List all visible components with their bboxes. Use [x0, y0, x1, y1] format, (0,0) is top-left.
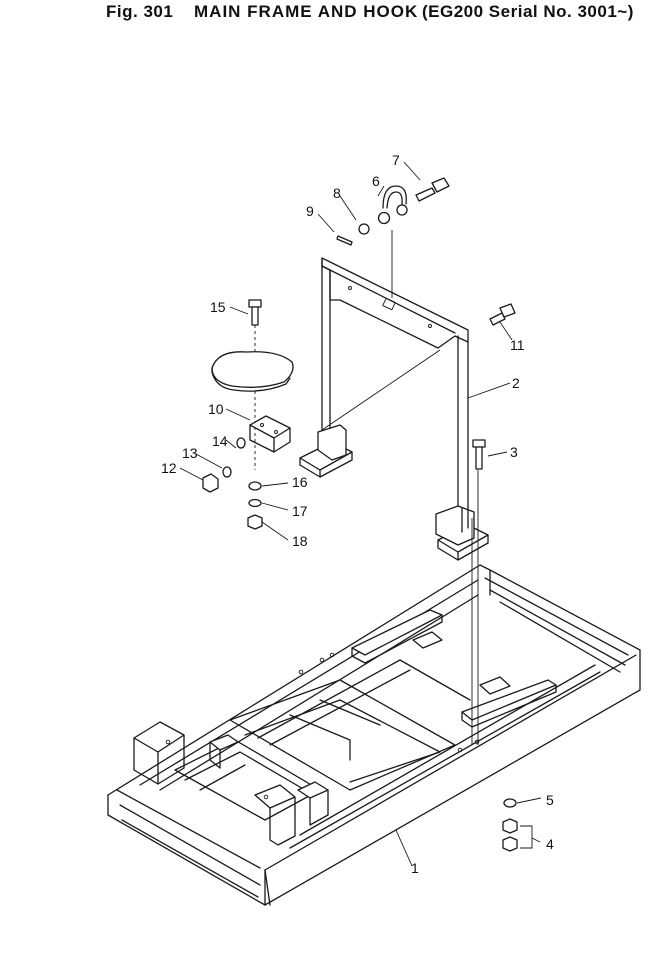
fasteners-4-5 [502, 798, 518, 852]
bolt-11 [489, 303, 516, 326]
callout-11: 11 [510, 337, 525, 353]
callout-14: 14 [212, 433, 228, 449]
bolt-7 [415, 177, 450, 202]
serial-range: (EG200 Serial No. 3001~) [422, 2, 634, 21]
seat-plate [211, 351, 294, 392]
main-frame [107, 564, 641, 906]
callout-5: 5 [546, 792, 554, 808]
callout-13: 13 [182, 445, 198, 461]
figure-title: Fig. 301 MAIN FRAME AND HOOK (EG200 Seri… [0, 0, 659, 28]
fasteners [202, 437, 263, 530]
callout-18: 18 [292, 533, 308, 549]
bolt-15 [248, 299, 262, 470]
callout-3: 3 [510, 444, 518, 460]
callout-9: 9 [306, 203, 314, 219]
callout-labels: 1 2 3 4 5 6 7 8 9 10 11 12 13 14 15 16 1… [161, 152, 554, 876]
figure-number: Fig. 301 [106, 2, 174, 21]
callout-16: 16 [292, 474, 308, 490]
shackle [336, 185, 408, 246]
callout-6: 6 [372, 173, 380, 189]
hook-frame [299, 230, 489, 745]
callout-12: 12 [161, 460, 177, 476]
leader-lines [179, 161, 542, 867]
callout-8: 8 [333, 185, 341, 201]
callout-1: 1 [411, 860, 419, 876]
callout-4: 4 [546, 836, 554, 852]
callout-2: 2 [512, 375, 520, 391]
callout-15: 15 [210, 299, 226, 315]
figure-name: MAIN FRAME AND HOOK [194, 2, 419, 21]
callout-10: 10 [208, 401, 224, 417]
callout-7: 7 [392, 152, 400, 168]
callout-17: 17 [292, 503, 308, 519]
bracket-10 [249, 415, 291, 453]
bolt-3 [472, 439, 486, 470]
